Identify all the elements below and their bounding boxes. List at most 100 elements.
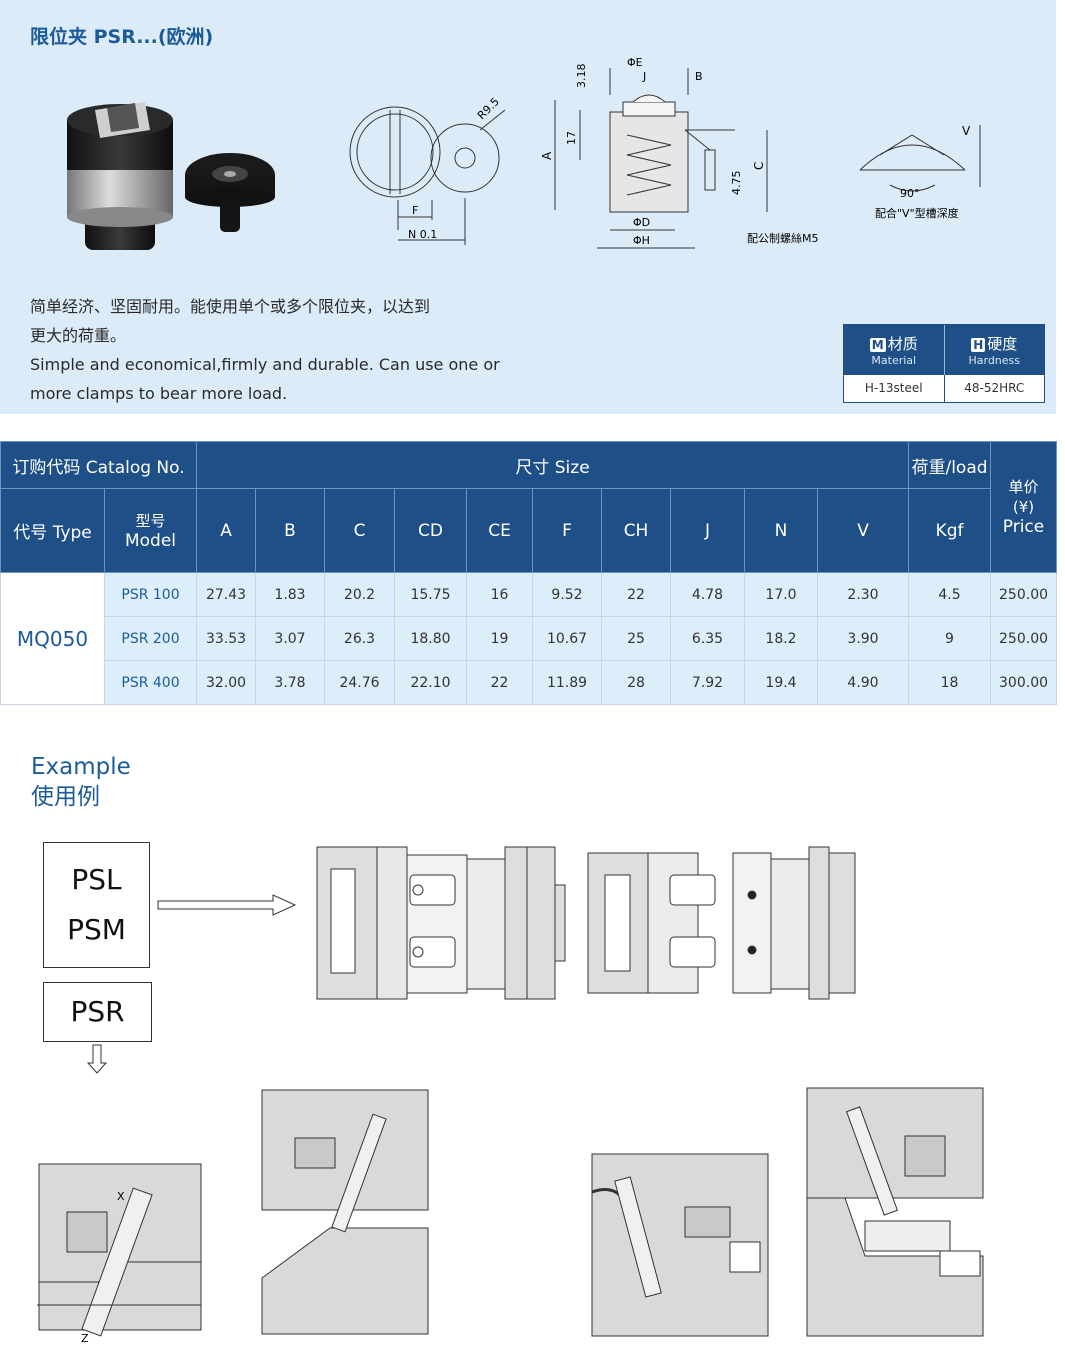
product-header-panel: 限位夹 PSR...(欧洲) R9.5 F N [0, 0, 1056, 414]
col-v: V [817, 488, 910, 573]
cell-price: 250.00 [990, 572, 1058, 617]
cell-b: 3.07 [255, 616, 326, 661]
model-cell: PSR 100 [103, 572, 198, 617]
cell-cd: 18.80 [394, 616, 468, 661]
v-groove-drawing: V 90° 配合"V"型槽深度 [859, 124, 981, 220]
section-drawing: ΦE J B 3.18 17 A C 4.75 ΦD ΦH 配公制螺絲M5 [540, 56, 819, 249]
product-photo [67, 102, 275, 250]
col-ch: CH [601, 488, 672, 573]
price-label-zh: 单价 [1008, 478, 1039, 496]
header-model: 型号 Model [103, 488, 198, 573]
dim-c: C [752, 162, 766, 170]
example-heading: Example 使用例 [31, 752, 131, 812]
hardness-label-zh: 硬度 [987, 335, 1018, 353]
cell-price: 250.00 [990, 616, 1058, 661]
dim-j: J [642, 70, 646, 83]
cell-a: 33.53 [196, 616, 257, 661]
down-arrow-icon [86, 1044, 108, 1074]
example-title-en: Example [31, 754, 131, 780]
psr-usage-drawing-1: X Z [37, 1163, 202, 1345]
header-size: 尺寸 Size [196, 441, 910, 489]
hardness-value: 48-52HRC [943, 375, 1045, 402]
cell-kgf: 4.5 [908, 572, 992, 617]
col-f: F [532, 488, 603, 573]
cell-b: 1.83 [255, 572, 326, 617]
angle-90: 90° [900, 187, 920, 200]
description-zh-line2: 更大的荷重。 [30, 326, 127, 345]
cell-f: 11.89 [532, 660, 603, 705]
psl-psm-assembly-drawing [316, 846, 856, 1000]
cell-v: 4.90 [817, 660, 910, 705]
table-row: PSR 200 33.53 3.07 26.3 18.80 19 10.67 2… [1, 616, 1058, 661]
type-cell: MQ050 [0, 572, 105, 705]
dim-a: A [540, 151, 554, 160]
psr-usage-drawing-4 [806, 1087, 984, 1337]
cell-f: 10.67 [532, 616, 603, 661]
cell-kgf: 18 [908, 660, 992, 705]
description-en-line1: Simple and economical,firmly and durable… [30, 355, 500, 374]
col-n: N [744, 488, 819, 573]
box-psm: PSM [67, 913, 126, 946]
description-en-line2: more clamps to bear more load. [30, 384, 288, 403]
psl-psm-box: PSL PSM [43, 842, 150, 968]
cell-kgf: 9 [908, 616, 992, 661]
header-load: 荷重/load [908, 441, 992, 489]
cell-cd: 22.10 [394, 660, 468, 705]
col-c: C [324, 488, 396, 573]
cell-ch: 22 [601, 572, 672, 617]
dim-n: N 0.1 [408, 228, 437, 241]
cell-ch: 28 [601, 660, 672, 705]
col-b: B [255, 488, 326, 573]
cell-ce: 22 [466, 660, 534, 705]
cell-v: 3.90 [817, 616, 910, 661]
page-title: 限位夹 PSR...(欧洲) [30, 26, 214, 48]
col-j: J [670, 488, 746, 573]
dim-475: 4.75 [730, 171, 743, 196]
material-label-zh: 材质 [887, 335, 918, 353]
cell-ce: 19 [466, 616, 534, 661]
dim-17: 17 [565, 131, 578, 145]
model-cell: PSR 200 [103, 616, 198, 661]
table-row: MQ050 PSR 100 27.43 1.83 20.2 15.75 16 9… [0, 572, 1058, 705]
label-z: Z [81, 1332, 89, 1345]
col-kgf: Kgf [908, 488, 992, 573]
psr-usage-drawing-2 [261, 1089, 429, 1335]
box-psl: PSL [71, 863, 122, 896]
cell-j: 4.78 [670, 572, 746, 617]
header-type: 代号 Type [0, 488, 105, 573]
spec-table: 订购代码 Catalog No. 尺寸 Size 荷重/load 单价 (¥) … [0, 441, 1058, 705]
psr-usage-drawing-3 [591, 1153, 769, 1337]
cell-a: 27.43 [196, 572, 257, 617]
model-label-en: Model [124, 530, 177, 551]
note-v-groove: 配合"V"型槽深度 [875, 206, 959, 220]
top-view-drawing: R9.5 F N 0.1 [349, 95, 506, 245]
cell-j: 6.35 [670, 616, 746, 661]
dim-phid: ΦD [633, 216, 650, 229]
header-catalog: 订购代码 Catalog No. [0, 441, 198, 489]
dim-f: F [412, 204, 418, 217]
cell-c: 26.3 [324, 616, 396, 661]
cell-ce: 16 [466, 572, 534, 617]
cell-n: 17.0 [744, 572, 819, 617]
cell-v: 2.30 [817, 572, 910, 617]
cell-price: 300.00 [990, 660, 1058, 705]
model-cell: PSR 400 [103, 660, 198, 705]
psr-box: PSR [43, 982, 152, 1042]
description: 简单经济、坚固耐用。能使用单个或多个限位夹，以达到 更大的荷重。 Simple … [30, 292, 550, 408]
cell-b: 3.78 [255, 660, 326, 705]
label-x: X [117, 1190, 125, 1203]
material-label-en: Material [871, 354, 917, 367]
dim-r95: R9.5 [475, 95, 502, 122]
table-row: PSR 400 32.00 3.78 24.76 22.10 22 11.89 … [1, 660, 1058, 705]
cell-n: 18.2 [744, 616, 819, 661]
cell-n: 19.4 [744, 660, 819, 705]
material-value: H-13steel [864, 381, 923, 395]
col-ce: CE [466, 488, 534, 573]
note-m5: 配公制螺絲M5 [747, 231, 819, 245]
dim-v: V [962, 124, 971, 138]
dim-phih: ΦH [633, 234, 650, 247]
cell-ch: 25 [601, 616, 672, 661]
cell-a: 32.00 [196, 660, 257, 705]
